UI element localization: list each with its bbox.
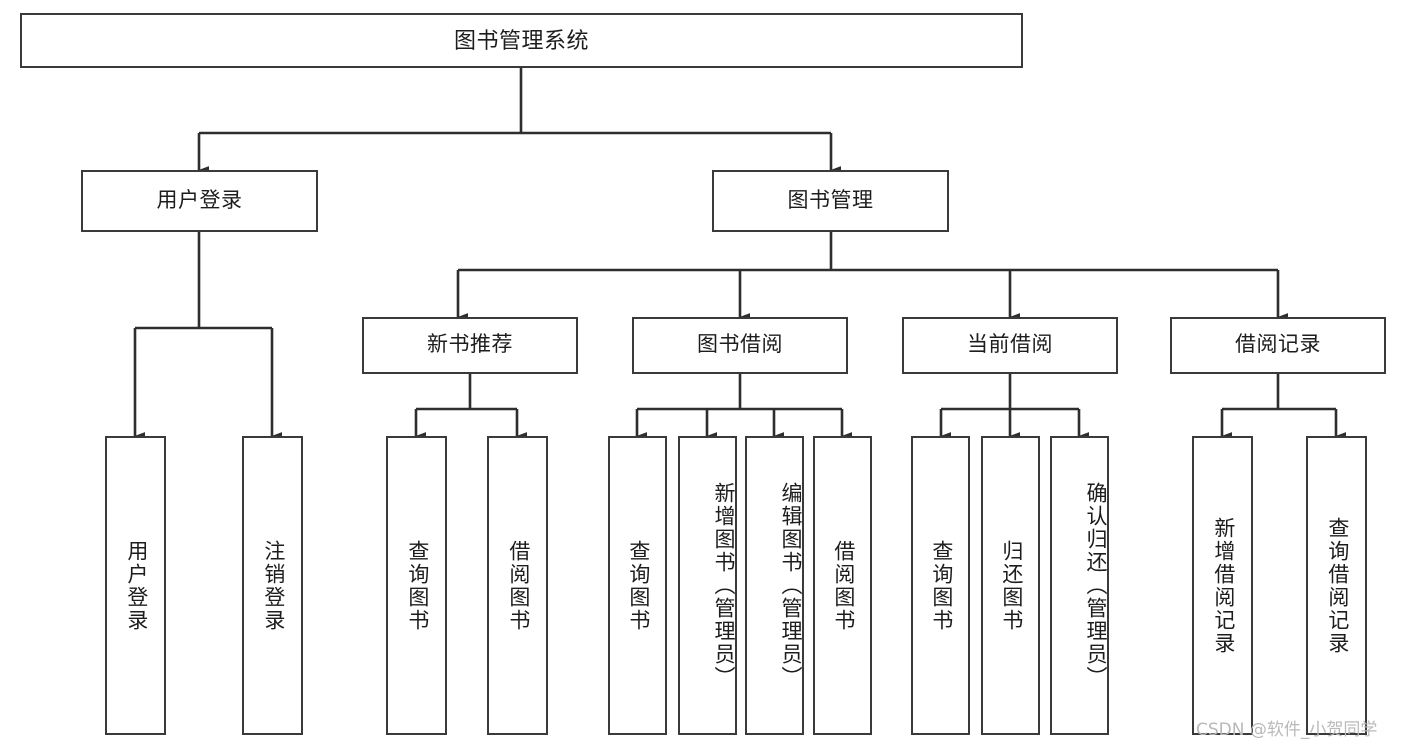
leaf-user-login[interactable]: 用户登录 — [105, 436, 166, 735]
node-user-login[interactable]: 用户登录 — [81, 170, 318, 232]
leaf-query-book-current[interactable]: 查询图书 — [911, 436, 970, 735]
leaf-return-book[interactable]: 归还图书 — [981, 436, 1040, 735]
leaf-borrow-book-borrow[interactable]: 借阅图书 — [813, 436, 872, 735]
leaf-confirm-return-admin[interactable]: 确认归还（管理员） — [1050, 436, 1109, 735]
leaf-query-book-recommend[interactable]: 查询图书 — [386, 436, 447, 735]
leaf-add-borrow-record[interactable]: 新增借阅记录 — [1192, 436, 1253, 735]
leaf-add-book-admin[interactable]: 新增图书（管理员） — [678, 436, 737, 735]
node-borrow-record[interactable]: 借阅记录 — [1170, 317, 1386, 374]
csdn-watermark: CSDN @软件_小贺同学 — [1196, 720, 1378, 740]
node-current-borrow[interactable]: 当前借阅 — [902, 317, 1118, 374]
leaf-query-borrow-record[interactable]: 查询借阅记录 — [1306, 436, 1367, 735]
node-new-book-recommend[interactable]: 新书推荐 — [362, 317, 578, 374]
leaf-borrow-book-recommend[interactable]: 借阅图书 — [487, 436, 548, 735]
leaf-logout-login[interactable]: 注销登录 — [242, 436, 303, 735]
node-book-borrow[interactable]: 图书借阅 — [632, 317, 848, 374]
leaf-edit-book-admin[interactable]: 编辑图书（管理员） — [745, 436, 804, 735]
node-book-management[interactable]: 图书管理 — [712, 170, 949, 232]
leaf-query-book-borrow[interactable]: 查询图书 — [608, 436, 667, 735]
node-root-system[interactable]: 图书管理系统 — [20, 13, 1023, 68]
